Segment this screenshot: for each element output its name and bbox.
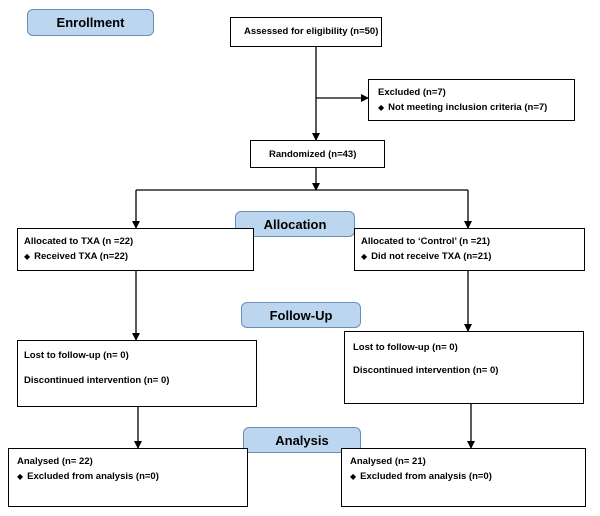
- analysis-txa-bullet-text: Excluded from analysis (n=0): [27, 471, 159, 482]
- allocated-control-bullet-text: Did not receive TXA (n=21): [371, 251, 492, 262]
- bullet-icon: ◆: [17, 472, 24, 481]
- allocated-txa-title: Allocated to TXA (n =22): [24, 236, 134, 247]
- followup-control-discontinued: Discontinued intervention (n= 0): [353, 365, 499, 376]
- analysis-txa-title: Analysed (n= 22): [17, 456, 93, 467]
- allocated-control-title: Allocated to ‘Control’ (n =21): [361, 236, 491, 247]
- bullet-icon: ◆: [24, 252, 31, 261]
- stage-enrollment: Enrollment: [27, 9, 154, 36]
- followup-txa-discontinued: Discontinued intervention (n= 0): [24, 375, 170, 386]
- box-analysis-control: Analysed (n= 21) ◆Excluded from analysis…: [341, 448, 586, 507]
- box-followup-control: Lost to follow-up (n= 0) Discontinued in…: [344, 331, 584, 404]
- box-randomized: Randomized (n=43): [250, 140, 385, 168]
- randomized-text: Randomized (n=43): [269, 149, 357, 160]
- box-allocated-control: Allocated to ‘Control’ (n =21) ◆Did not …: [354, 228, 585, 271]
- followup-control-lost: Lost to follow-up (n= 0): [353, 342, 458, 353]
- stage-allocation: Allocation: [235, 211, 355, 237]
- box-assessed: Assessed for eligibility (n=50): [230, 17, 382, 47]
- excluded-title: Excluded (n=7): [378, 87, 446, 98]
- box-analysis-txa: Analysed (n= 22) ◆Excluded from analysis…: [8, 448, 248, 507]
- assessed-text: Assessed for eligibility (n=50): [244, 26, 379, 37]
- box-excluded: Excluded (n=7) ◆Not meeting inclusion cr…: [368, 79, 575, 121]
- analysis-control-bullet-line: ◆Excluded from analysis (n=0): [350, 471, 492, 483]
- allocated-txa-bullet-line: ◆Received TXA (n=22): [24, 251, 129, 263]
- box-allocated-txa: Allocated to TXA (n =22) ◆Received TXA (…: [17, 228, 254, 271]
- analysis-control-bullet-text: Excluded from analysis (n=0): [360, 471, 492, 482]
- allocated-txa-bullet-text: Received TXA (n=22): [34, 251, 129, 262]
- excluded-bullet-text: Not meeting inclusion criteria (n=7): [388, 102, 548, 113]
- followup-txa-lost: Lost to follow-up (n= 0): [24, 350, 129, 361]
- analysis-control-title: Analysed (n= 21): [350, 456, 426, 467]
- bullet-icon: ◆: [361, 252, 368, 261]
- excluded-bullet-line: ◆Not meeting inclusion criteria (n=7): [378, 102, 548, 114]
- stage-follow-up: Follow-Up: [241, 302, 361, 328]
- box-followup-txa: Lost to follow-up (n= 0) Discontinued in…: [17, 340, 257, 407]
- bullet-icon: ◆: [378, 103, 385, 112]
- bullet-icon: ◆: [350, 472, 357, 481]
- analysis-txa-bullet-line: ◆Excluded from analysis (n=0): [17, 471, 159, 483]
- allocated-control-bullet-line: ◆Did not receive TXA (n=21): [361, 251, 492, 263]
